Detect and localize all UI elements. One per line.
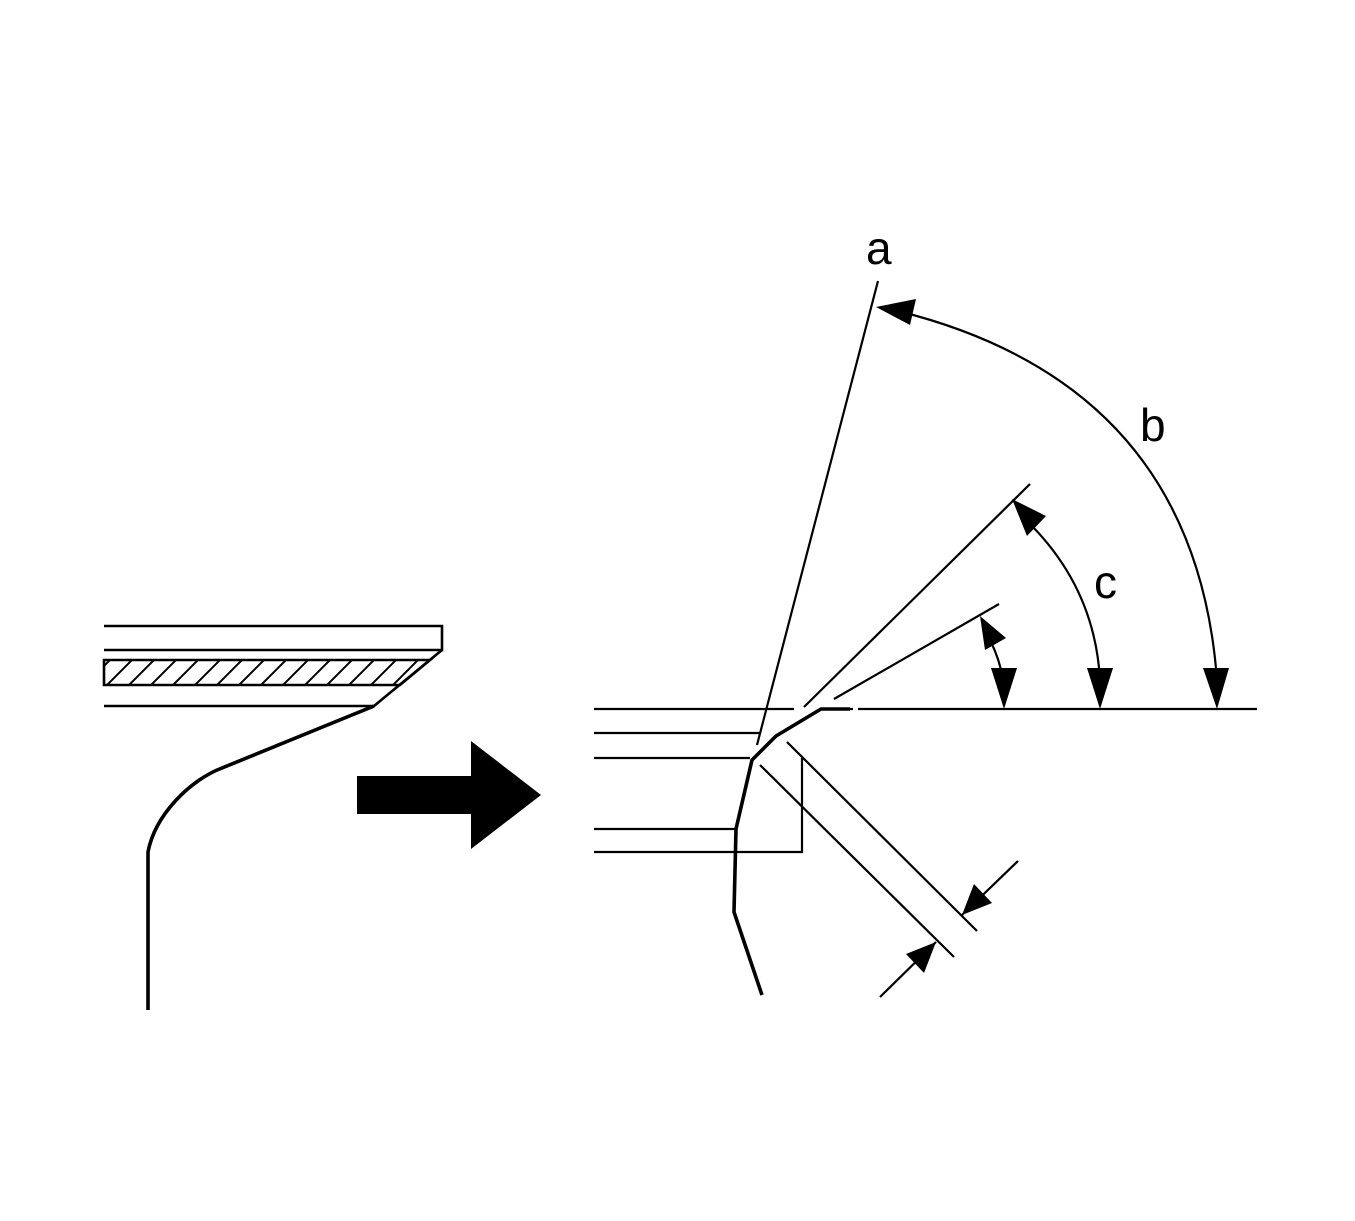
angle-line-c-upper	[803, 483, 1031, 708]
label-c: c	[1094, 556, 1117, 608]
angle-arc-small	[980, 616, 1017, 709]
label-a: a	[866, 222, 892, 274]
angle-arc-b	[876, 299, 1229, 709]
seat-face-profile	[732, 707, 850, 996]
angle-line-shallow	[833, 603, 1000, 700]
angle-line-a	[755, 280, 880, 746]
right-arrow-icon	[357, 741, 541, 849]
valve-head-profile	[102, 624, 444, 1010]
seat-detail	[594, 280, 1257, 998]
hatched-coating	[102, 658, 434, 687]
label-b: b	[1140, 399, 1166, 451]
seat-width-dimension	[879, 860, 1019, 998]
angle-arc-c	[1012, 499, 1113, 709]
